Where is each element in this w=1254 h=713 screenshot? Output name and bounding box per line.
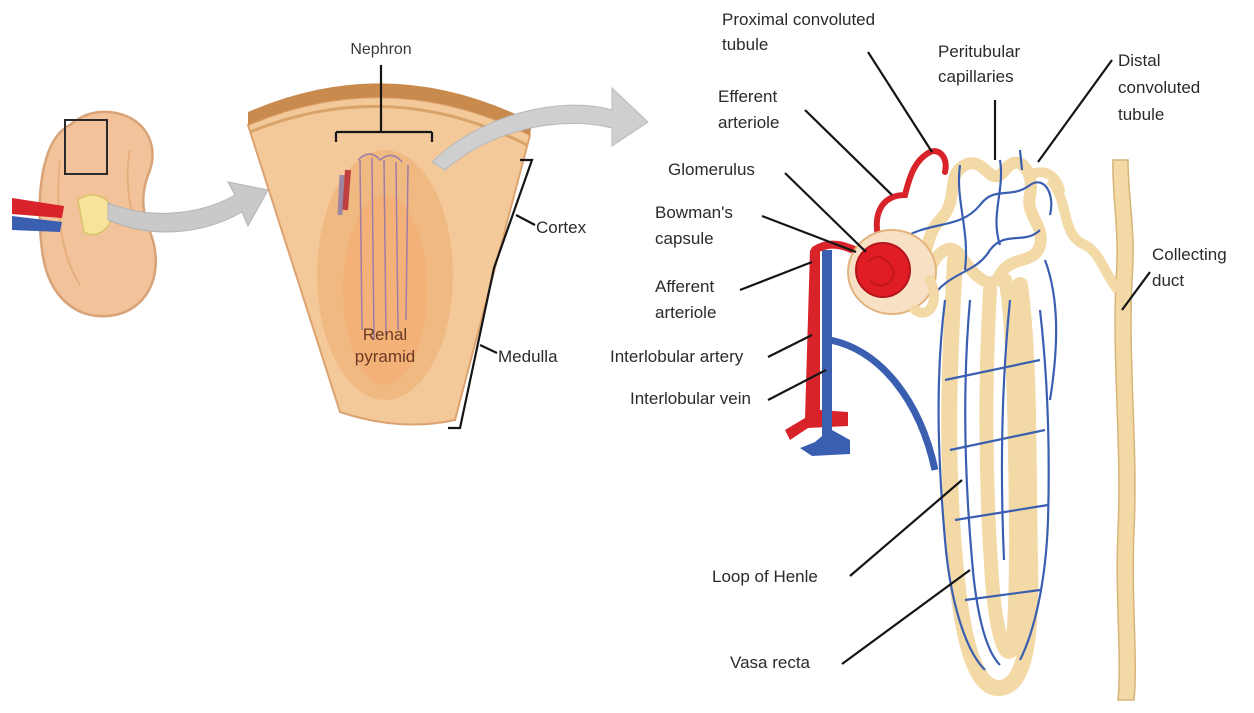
collecting-duct-label-2: duct <box>1152 271 1184 290</box>
efferent-arteriole-label-2: arteriole <box>718 113 779 132</box>
proximal-convoluted-tubule-label-1: Proximal convoluted <box>722 10 875 29</box>
distal-convoluted-tubule-label-2: convoluted <box>1118 78 1200 97</box>
nephron-detail <box>785 150 1135 700</box>
mini-vessels <box>345 170 348 210</box>
glomerulus-label: Glomerulus <box>668 160 755 179</box>
interlobular-vein-label: Interlobular vein <box>630 389 751 408</box>
peritubular-capillaries-label-2: capillaries <box>938 67 1014 86</box>
interlobular-artery-label: Interlobular artery <box>610 347 744 366</box>
medulla-label: Medulla <box>498 347 558 366</box>
collecting-duct-shape <box>1113 160 1135 700</box>
peritubular-capillaries-label-1: Peritubular <box>938 42 1021 61</box>
afferent-arteriole-label-1: Afferent <box>655 277 715 296</box>
renal-pyramid-label-1: Renal <box>363 325 407 344</box>
cortex-label: Cortex <box>536 218 587 237</box>
interlobular-artery-leader <box>768 335 812 357</box>
nephron-label: Nephron <box>350 41 411 58</box>
distal-convoluted-tubule-label-3: tubule <box>1118 105 1164 124</box>
collecting-duct-join <box>1050 180 1118 290</box>
renal-pyramid-label-2: pyramid <box>355 347 415 366</box>
mini-vessels-2 <box>340 175 342 215</box>
vasa-recta-label: Vasa recta <box>730 653 811 672</box>
afferent-arteriole-leader <box>740 262 812 290</box>
proximal-convoluted-tubule-label-2: tubule <box>722 35 768 54</box>
efferent-arteriole-label-1: Efferent <box>718 87 778 106</box>
vasa-recta-leader <box>842 570 970 664</box>
collecting-duct-label-1: Collecting <box>1152 245 1227 264</box>
bowmans-capsule-label-2: capsule <box>655 229 714 248</box>
bowmans-capsule-label-1: Bowman's <box>655 203 733 222</box>
loop-of-henle-label: Loop of Henle <box>712 567 818 586</box>
nephron-labels: Proximal convoluted tubule Peritubular c… <box>610 10 1227 672</box>
distal-convoluted-tubule-label-1: Distal <box>1118 51 1161 70</box>
distal-convoluted-tubule-leader <box>1038 60 1112 162</box>
afferent-arteriole-label-2: arteriole <box>655 303 716 322</box>
proximal-convoluted-tubule-leader <box>868 52 932 152</box>
bowmans-capsule-leader <box>762 216 856 252</box>
efferent-arteriole-leader <box>805 110 892 195</box>
